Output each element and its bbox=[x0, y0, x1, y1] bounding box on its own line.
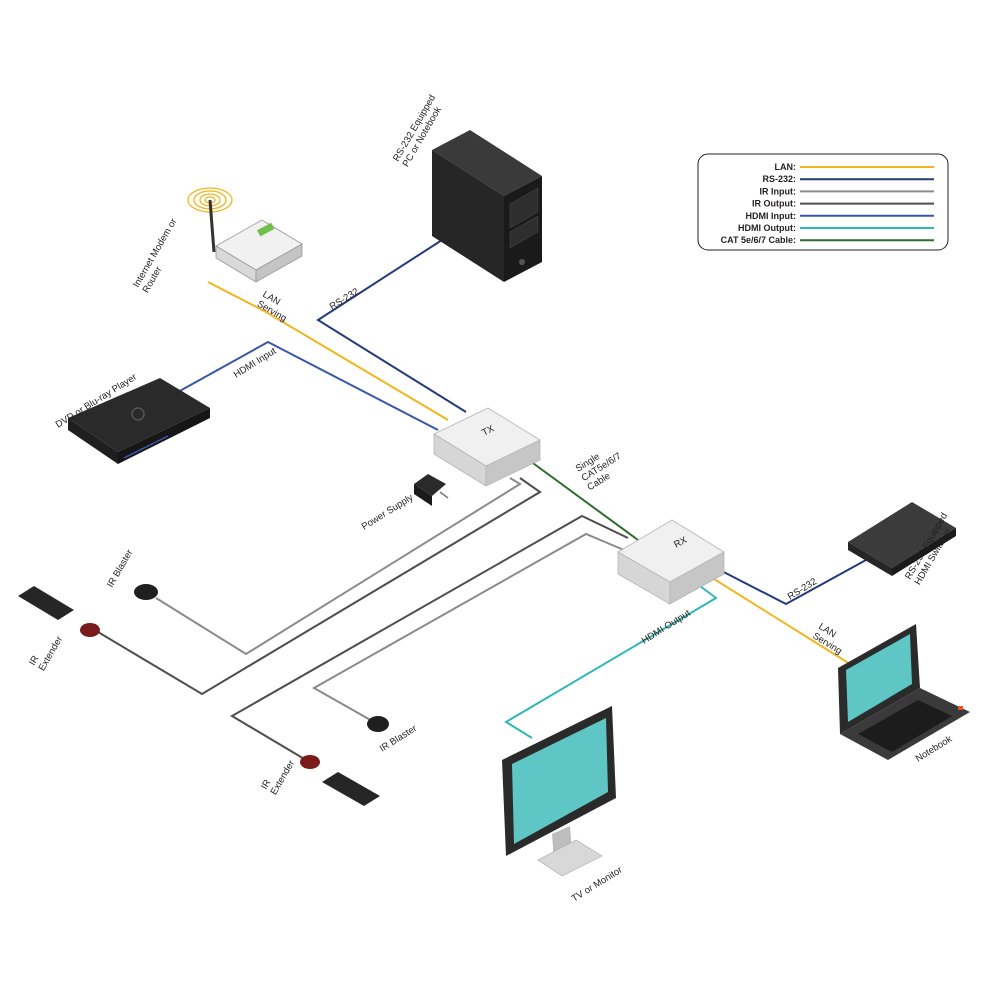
ir-blaster-left bbox=[134, 584, 158, 600]
hdmi-output-text: HDMI Output bbox=[640, 608, 693, 647]
pc-drive-bay bbox=[509, 187, 539, 229]
dvd-status-strip bbox=[123, 435, 169, 459]
dvd-left bbox=[68, 418, 118, 464]
remote-bottom-icon bbox=[322, 772, 380, 806]
ir-extender-bottom bbox=[300, 755, 320, 769]
cable-labels: LANServing RS-232 HDMI Input SingleCAT5e… bbox=[232, 286, 850, 657]
router bbox=[187, 187, 303, 283]
dvd-top bbox=[68, 378, 210, 452]
pc-tower bbox=[432, 130, 542, 282]
dvd-player bbox=[68, 378, 210, 464]
ir-blaster-bottom bbox=[367, 716, 389, 732]
switcher-left bbox=[848, 542, 892, 576]
ir-extender-bottom-icon bbox=[300, 755, 320, 769]
lan-tx-label: LANServing bbox=[255, 289, 294, 324]
rs232-cable-rx bbox=[711, 559, 867, 606]
hdmi-input-text: HDMI Input bbox=[232, 346, 279, 381]
remote-left bbox=[18, 586, 74, 620]
power-supply-side bbox=[414, 484, 432, 506]
rx-right bbox=[669, 551, 725, 605]
cables bbox=[97, 239, 867, 761]
rx-unit: RX bbox=[617, 519, 725, 605]
remote-bottom bbox=[322, 772, 380, 806]
tv-label: TV or Monitor bbox=[570, 865, 625, 905]
rs232-cable-tx bbox=[316, 239, 467, 413]
ir-blaster-left-icon bbox=[134, 584, 158, 600]
ir-extender-left bbox=[80, 623, 100, 637]
legend-label: IR Input: bbox=[760, 186, 797, 196]
cat-cable bbox=[525, 457, 639, 541]
tx-label: TX bbox=[480, 423, 496, 439]
cat-label: SingleCAT5e/6/7Cable bbox=[574, 442, 629, 494]
router-right-side bbox=[255, 243, 303, 283]
ir-input-cable-left bbox=[155, 477, 522, 656]
power-plug-prong-icon bbox=[439, 491, 449, 499]
tx-right bbox=[485, 439, 541, 487]
tv-monitor bbox=[502, 706, 616, 877]
ir-blaster-bottom-icon bbox=[367, 716, 389, 732]
ir-output-cable-left bbox=[97, 477, 542, 696]
tv-stand-base bbox=[537, 839, 603, 877]
hdmi-switcher bbox=[848, 502, 956, 576]
ir-blaster-left-label: IR Blaster bbox=[105, 548, 135, 590]
legend-label: RS-232: bbox=[762, 174, 796, 184]
legend-label: HDMI Output: bbox=[738, 223, 796, 233]
notebook-keyboard bbox=[858, 700, 952, 752]
pc-drive-bay-2 bbox=[509, 215, 539, 249]
ir-extender-left-icon bbox=[80, 623, 100, 637]
legend-label: LAN: bbox=[775, 162, 797, 172]
notebook-indicator-icon bbox=[958, 706, 963, 710]
hdmi-input-label: HDMI Input bbox=[232, 346, 279, 381]
power-supply-label: Power Supply bbox=[360, 492, 416, 533]
legend: LAN: RS-232: IR Input: IR Output: HDMI Input… bbox=[697, 153, 949, 251]
router-display bbox=[257, 222, 275, 237]
router-label: Internet Modem orRouter bbox=[131, 217, 189, 295]
rs232-tx-text: RS-232 bbox=[328, 286, 361, 312]
hdmi-output-cable bbox=[504, 579, 718, 739]
hdmi-input-cable bbox=[177, 340, 439, 431]
lan-cable-tx bbox=[207, 281, 449, 421]
tx-unit: TX bbox=[433, 407, 541, 487]
ir-output-cable-bottom bbox=[230, 514, 629, 761]
switcher-top bbox=[848, 502, 956, 568]
hdmi-output-label: HDMI Output bbox=[640, 608, 693, 647]
lan-cable-rx bbox=[705, 573, 851, 665]
power-supply-body bbox=[414, 474, 446, 496]
legend-label: IR Output: bbox=[752, 199, 796, 209]
notebook bbox=[838, 624, 970, 760]
ir-input-cable-bottom bbox=[311, 532, 625, 723]
pc-power-button-icon bbox=[519, 259, 525, 265]
legend-box bbox=[697, 153, 949, 251]
switcher-right bbox=[892, 528, 956, 576]
notebook-screen bbox=[846, 634, 912, 722]
remote-left-icon bbox=[18, 586, 74, 620]
lan-rx-label: LANServing bbox=[811, 621, 850, 657]
ir-extender-left-label: IRExtender bbox=[27, 629, 65, 673]
router-antenna bbox=[208, 199, 216, 253]
power-supply bbox=[414, 474, 449, 506]
pc-top bbox=[432, 130, 542, 196]
pc-left-side bbox=[432, 150, 504, 282]
legend-label: CAT 5e/6/7 Cable: bbox=[721, 235, 796, 245]
ir-extender-bottom-label: IRExtender bbox=[259, 753, 297, 797]
legend-label: HDMI Input: bbox=[746, 211, 796, 221]
dvd-disc-icon bbox=[131, 407, 145, 421]
tv-screen bbox=[512, 718, 608, 844]
rs232-tx-label: RS-232 bbox=[328, 286, 361, 312]
